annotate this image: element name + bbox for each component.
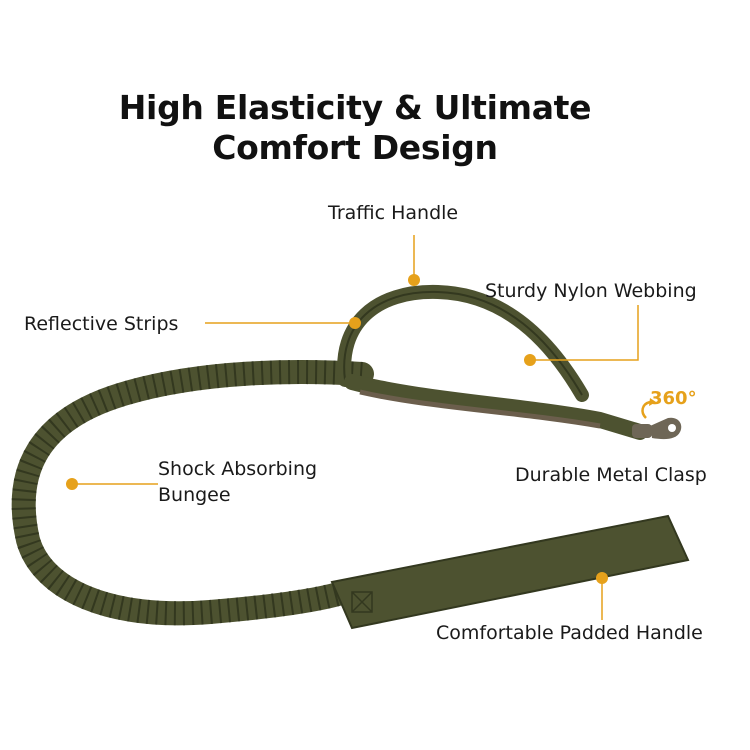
nylon-webbing-leader <box>530 305 639 361</box>
sturdy-nylon-label: Sturdy Nylon Webbing <box>485 280 697 302</box>
headline-line-2: Comfort Design <box>212 128 498 167</box>
bungee-dot <box>66 478 78 490</box>
headline: High Elasticity & Ultimate Comfort Desig… <box>0 88 710 168</box>
padded-handle-label: Comfortable Padded Handle <box>436 622 703 644</box>
traffic-handle <box>337 284 589 402</box>
padded-handle <box>330 514 690 630</box>
padded-handle-stitch <box>351 591 373 613</box>
traffic-handle-dot <box>408 274 420 286</box>
metal-clasp <box>632 417 682 440</box>
nylon-webbing <box>344 374 648 440</box>
reflective-strips-dot <box>349 317 361 329</box>
padded-handle-dot <box>596 572 608 584</box>
bungee-label-line-1: Shock Absorbing <box>158 458 318 480</box>
bungee-label-line-2: Bungee <box>158 484 231 506</box>
bungee-label: Shock Absorbing Bungee <box>158 456 317 508</box>
headline-line-1: High Elasticity & Ultimate <box>118 88 592 127</box>
traffic-handle-edge <box>343 290 583 396</box>
rotation-arc-icon <box>641 400 651 419</box>
reflective-strips-label: Reflective Strips <box>24 313 179 335</box>
metal-clasp-label: Durable Metal Clasp <box>515 464 707 486</box>
nylon-webbing-dot <box>524 354 536 366</box>
nylon-webbing-lining <box>359 389 601 429</box>
bungee-cord <box>11 360 374 626</box>
rotation-arrow-icon <box>649 398 656 406</box>
traffic-handle-label: Traffic Handle <box>328 202 459 224</box>
rotation-label: 360° <box>650 388 697 409</box>
